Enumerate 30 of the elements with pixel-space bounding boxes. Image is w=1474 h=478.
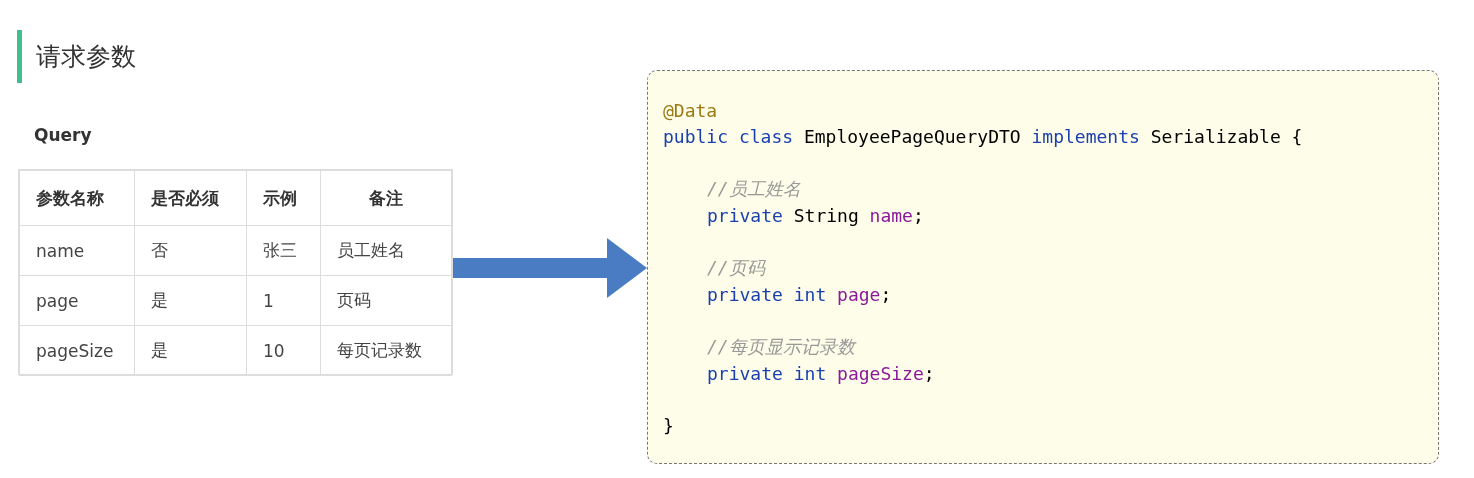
- table-cell: page: [19, 275, 135, 326]
- code-comment: //员工姓名: [707, 178, 801, 200]
- code-line: }: [663, 415, 674, 437]
- table-cell: 张三: [246, 225, 321, 276]
- section-heading: 请求参数: [36, 41, 136, 73]
- code-line: public class EmployeePageQueryDTO implements Serializable {: [663, 126, 1303, 148]
- column-header: 参数名称: [19, 170, 135, 226]
- table-cell: name: [19, 225, 135, 276]
- column-header: 备注: [320, 170, 452, 226]
- code-comment: //每页显示记录数: [707, 336, 855, 358]
- column-header: 示例: [246, 170, 321, 226]
- table-cell: 页码: [320, 275, 452, 326]
- table-cell: 否: [134, 225, 247, 276]
- table-cell: 是: [134, 275, 247, 326]
- arrow: [452, 238, 647, 298]
- code-line: private int pageSize;: [707, 363, 935, 385]
- code-line: private int page;: [707, 284, 892, 306]
- code-line: @Data: [663, 100, 718, 122]
- data-table: [19, 170, 452, 374]
- code-block: [647, 70, 1439, 464]
- column-header: 是否必须: [134, 170, 247, 226]
- table-cell: pageSize: [19, 325, 135, 376]
- table-cell: 1: [246, 275, 321, 326]
- table-cell: 是: [134, 325, 247, 376]
- code-line: private String name;: [707, 205, 924, 227]
- code-comment: //页码: [707, 257, 765, 279]
- table-cell: 10: [246, 325, 321, 376]
- table-cell: 员工姓名: [320, 225, 452, 276]
- table-caption: Query: [34, 125, 92, 145]
- table-cell: 每页记录数: [320, 325, 452, 376]
